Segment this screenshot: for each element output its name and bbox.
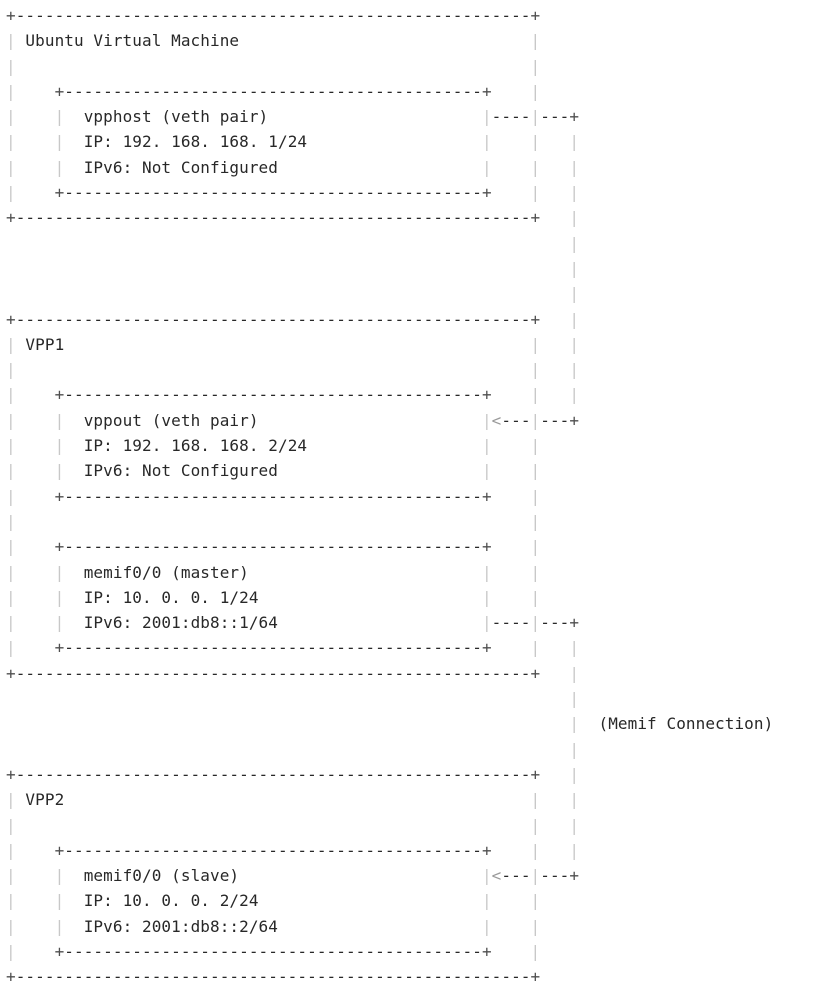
- page: +---------------------------------------…: [6, 6, 774, 987]
- network-topology-ascii-diagram: +---------------------------------------…: [6, 6, 774, 987]
